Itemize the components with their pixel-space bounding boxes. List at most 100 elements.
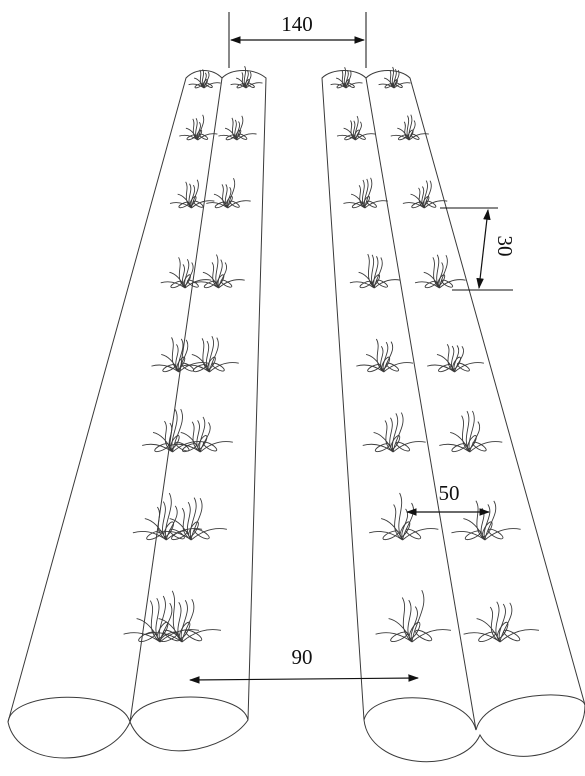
seedling-leaf [169, 435, 180, 450]
seedling-leaf [464, 530, 482, 541]
seedling-leaf [359, 280, 372, 289]
seedling-leaf [344, 134, 354, 141]
seedling-leaf [178, 621, 191, 639]
seedling [375, 589, 452, 643]
strip-outlines [7, 70, 585, 763]
seedling-leaves [336, 115, 376, 141]
seedling-leaf [244, 79, 250, 87]
seedling-leaf [422, 195, 430, 207]
dimension-top-label: 140 [281, 12, 313, 36]
seedling-leaves [427, 343, 485, 373]
seedling-leaf [451, 443, 467, 453]
seedling-leaves [218, 115, 257, 141]
seedling-leaf [390, 631, 408, 643]
seedling [362, 412, 426, 453]
seedling-leaf [194, 83, 203, 89]
seedling-leaf [202, 441, 218, 452]
dimension-top: 140 [228, 12, 367, 68]
seedling-leaf [214, 201, 226, 209]
seedling-leaf [487, 528, 504, 540]
seedling-leaf [197, 435, 208, 450]
seedling-leaves [330, 67, 363, 89]
seedling-leaf [452, 356, 461, 370]
seedling [439, 410, 503, 453]
seedling-leaf [411, 201, 423, 209]
seedling-leaf [399, 521, 411, 538]
seedling-leaf [382, 530, 399, 541]
seedling-leaf [481, 521, 493, 538]
seedling-leaves [390, 114, 429, 141]
seedling-leaf [235, 129, 242, 139]
seedling-leaf [408, 621, 421, 639]
seedling-leaf [367, 364, 381, 373]
seedling [145, 590, 222, 643]
seedling [463, 601, 540, 643]
seedling [402, 180, 448, 209]
seedling-leaf [154, 443, 170, 453]
seedling-leaf [437, 274, 446, 286]
right-bed-base-ellipse [363, 694, 585, 731]
seedling [349, 253, 401, 289]
seedling-leaves [169, 179, 215, 209]
seedling [194, 254, 245, 289]
seedling-leaves [151, 337, 209, 373]
seedling-leaf [351, 201, 363, 209]
left-bed-outline [7, 70, 267, 759]
seedling-leaves [402, 180, 448, 209]
seedling [160, 257, 212, 289]
seedling-leaf [503, 629, 521, 642]
seedling-leaf [169, 528, 185, 540]
left-bed-base-ellipse [7, 696, 249, 724]
seedling-leaves [230, 65, 263, 89]
seedling-leaf [425, 200, 437, 208]
seedling-leaf [216, 274, 225, 286]
seedling-leaves [179, 114, 218, 141]
seedling-leaf [478, 631, 496, 643]
seedling-leaves [463, 601, 540, 643]
seedling [132, 492, 203, 541]
seedling-leaf [390, 435, 401, 450]
left-bed-divider [129, 77, 223, 723]
seedling-leaf [353, 129, 360, 139]
seedling-leaf [247, 82, 255, 88]
seedling-leaf [189, 195, 197, 207]
seedling-leaf [415, 629, 433, 642]
seedling-leaves [369, 492, 439, 541]
seedling [169, 179, 215, 209]
seedling-leaf [496, 621, 509, 639]
seedling-leaves [181, 335, 239, 373]
seedling-leaf [472, 441, 487, 452]
seedling-leaf [236, 83, 245, 89]
seedling-leaves [378, 66, 411, 89]
seedling-leaf [182, 443, 197, 453]
seedling-leaf [194, 528, 210, 540]
dimension-row: 50 [405, 481, 491, 516]
seedling-leaf [362, 195, 370, 207]
seedling [181, 335, 239, 373]
seedling [390, 114, 429, 141]
dimension-bottom-label: 90 [292, 645, 313, 669]
seedling-leaf [163, 521, 174, 538]
right-bed-outline [321, 70, 585, 763]
seedling [230, 65, 263, 89]
seedling-leaves [188, 69, 221, 89]
seedling-leaf [456, 362, 470, 372]
seedling-leaf [438, 364, 452, 373]
seedling-leaf [220, 279, 233, 288]
seedling [369, 492, 439, 541]
seedling-leaf [162, 364, 176, 373]
seedling-leaf [202, 79, 208, 87]
seedling-leaf [203, 280, 216, 289]
seedling-leaf [205, 82, 213, 88]
seedling-leaf [195, 129, 203, 139]
seedling-leaf [376, 279, 388, 288]
seedling-leaf [178, 201, 190, 209]
seedling-leaf [185, 629, 203, 642]
seedling-leaves [132, 492, 203, 541]
seedling-leaf [374, 443, 390, 453]
seedling-leaves [160, 257, 212, 289]
seedlings [123, 65, 540, 643]
seedling-leaf [188, 521, 199, 538]
seedling-leaf [181, 362, 195, 372]
seedling-leaf [392, 79, 398, 87]
